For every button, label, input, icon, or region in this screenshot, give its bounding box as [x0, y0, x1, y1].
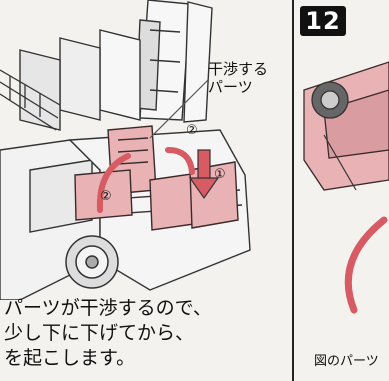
boom-ladder: [0, 69, 61, 131]
crane-frame: [19, 0, 213, 131]
callout-line: 干渉する: [208, 60, 269, 78]
instruction-line: を起こします。: [4, 347, 136, 369]
panel-divider: [292, 0, 294, 381]
spare-wheel-icon: [311, 81, 349, 119]
callout-leader-line: [149, 79, 209, 139]
instruction-text: パーツが干渉するので、 少し下に下げてから、 を起こします。: [4, 296, 212, 371]
figure-caption: 図のパーツ: [314, 354, 379, 369]
rotation-arrows: [96, 147, 195, 213]
callout-line: パーツ: [208, 78, 253, 96]
part-assembly: [303, 61, 389, 191]
truck-assembly-illustration: ② ① ②: [0, 0, 251, 300]
step-12-illustration: [303, 61, 389, 314]
step-marker: ②: [186, 123, 198, 138]
right-panel: 12 図のパーツ: [294, 0, 389, 381]
step-marker: ①: [214, 167, 226, 182]
front-wheel: [65, 235, 119, 289]
step-marker-group: ② ① ②: [100, 123, 226, 204]
leader-line: [323, 134, 357, 191]
instruction-line: パーツが干渉するので、: [4, 297, 212, 319]
step-marker: ②: [100, 189, 112, 204]
instruction-line: 少し下に下げてから、: [4, 322, 195, 344]
interfering-parts-callout: 干渉する パーツ: [208, 60, 268, 96]
left-panel: ② ① ② 干渉する パーツ パーツが干渉するので、 少し下に下げてから、 を起…: [0, 0, 268, 371]
rotation-arrow: [344, 216, 388, 314]
down-arrow: [188, 149, 220, 200]
step-number-badge: 12: [300, 6, 346, 36]
